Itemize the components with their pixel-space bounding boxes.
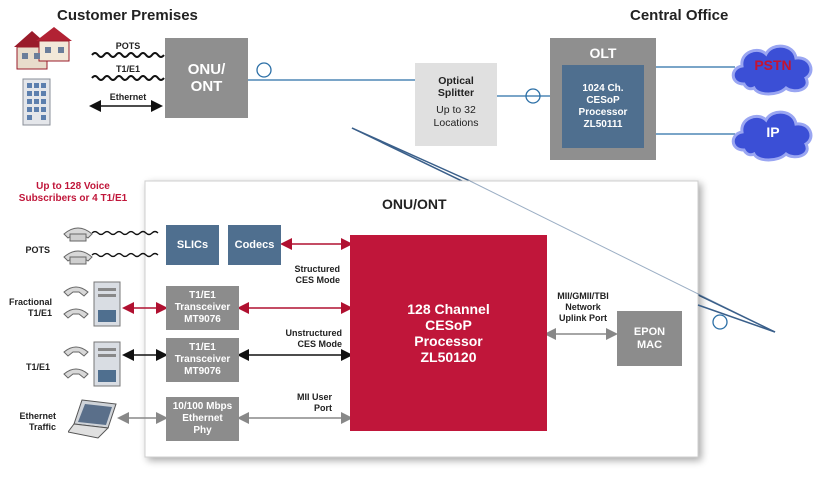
olt-processor: 1024 Ch. CESoP Processor ZL50111 [562,65,644,148]
pstn-label: PSTN [754,57,792,73]
laptop-icon [68,399,117,439]
detail-title: ONU/ONT [382,196,447,212]
t1e1-device-label: T1/E1 [25,362,50,372]
fiber-lines [248,62,735,330]
epon-mac-box: EPON MAC [617,311,682,366]
cesop-processor-box: 128 Channel CESoP Processor ZL50120 [350,235,547,431]
t1e1-link-label: T1/E1 [115,64,140,74]
office-building-icon [22,78,51,126]
phone-server-icon [63,341,121,387]
phone-icon [63,227,93,242]
splitter-title: Optical Splitter [437,75,475,99]
pots-link-label: POTS [115,41,141,51]
ip-label: IP [766,124,780,140]
slics-box: SLICs [166,225,219,265]
olt-title: OLT [589,45,617,61]
ethernet-phy-box: 10/100 Mbps Ethernet Phy [166,397,239,441]
optical-splitter-box: Optical Splitter Up to 32 Locations [415,63,497,146]
ethernet-traffic-label: Ethernet Traffic [19,411,56,432]
customer-premises-heading: Customer Premises [57,7,198,24]
ip-cloud-icon [731,110,813,162]
phone-server-icon [63,281,121,327]
central-office-heading: Central Office [630,7,729,24]
house-icon [14,27,72,70]
structured-ces-label: Structured CES Mode [294,264,340,285]
pots-device-label: POTS [25,245,50,255]
olt-box: OLT 1024 Ch. CESoP Processor ZL50111 [550,38,656,160]
t1e1-transceiver-2: T1/E1 Transceiver MT9076 [166,338,239,382]
t1e1-transceiver-1: T1/E1 Transceiver MT9076 [166,286,239,330]
unstructured-ces-label: Unstructured CES Mode [285,328,342,349]
customer-links [89,52,165,112]
phone-icon [63,250,93,265]
onu-ont-box: ONU/ ONT [165,38,248,118]
fractional-t1e1-label: Fractional T1/E1 [8,297,52,318]
uplink-port-label: MII/GMII/TBI Network Uplink Port [557,291,609,323]
mii-user-port-label: MII User Port [296,392,332,413]
pstn-cloud-icon [731,44,813,96]
ethernet-link-label: Ethernet [109,92,147,102]
splitter-subtitle: Up to 32 Locations [433,104,479,129]
subscribers-note: Up to 128 Voice Subscribers or 4 T1/E1 [18,181,128,204]
codecs-box: Codecs [228,225,281,265]
